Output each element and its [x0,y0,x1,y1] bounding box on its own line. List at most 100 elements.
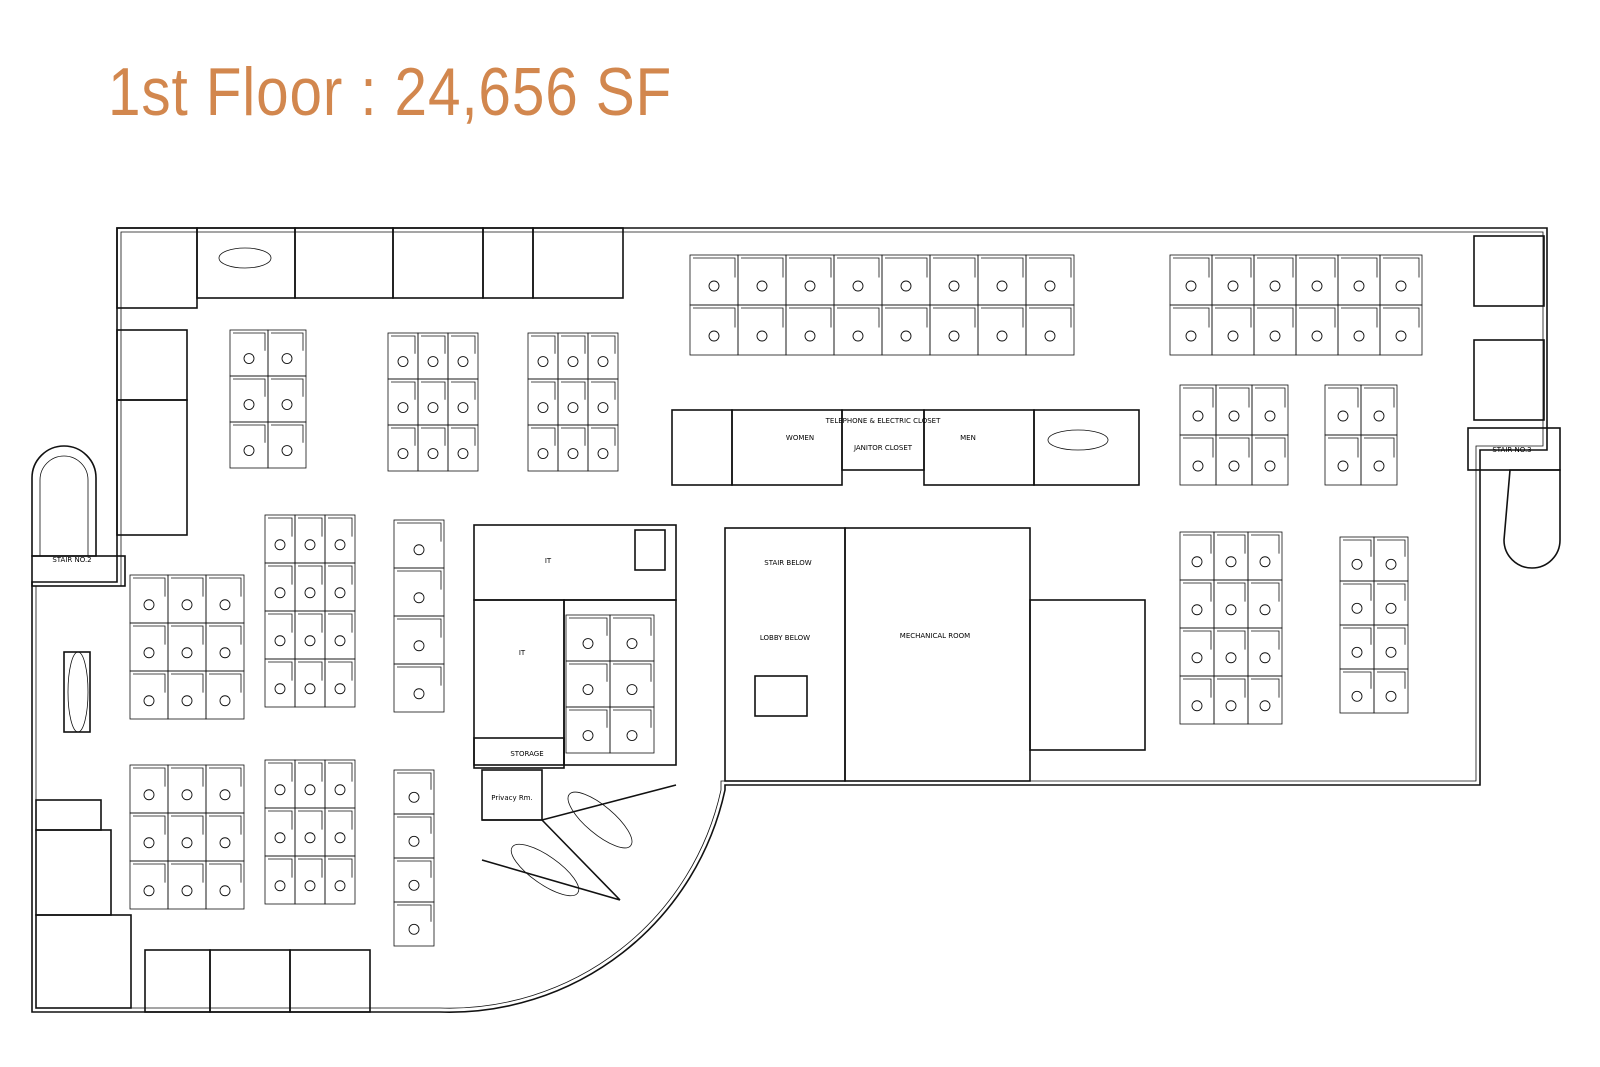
workstation [587,378,619,426]
chair [1191,556,1203,568]
desk-surface [171,673,204,693]
chair [143,599,155,611]
chair [1227,330,1239,342]
desk-surface [1364,387,1395,408]
chair [304,784,316,796]
workstation [417,424,449,472]
chair [582,730,594,741]
workstation [167,670,207,720]
chair [708,280,720,292]
desk-surface [268,661,293,681]
workstation [264,658,296,708]
conference-table [218,247,272,269]
desk-surface [1377,539,1406,557]
desk-surface [1219,387,1250,408]
chair [1259,604,1271,616]
desk-surface [133,673,166,693]
desk-surface [328,613,353,633]
desk-surface [397,904,432,922]
desk-surface [209,577,242,597]
desk-surface [397,522,442,542]
chair [181,789,193,801]
desk-surface [397,816,432,834]
chair [1373,410,1385,422]
workstation [1179,627,1215,677]
workstation [1213,675,1249,725]
workstation [417,332,449,380]
chair [143,695,155,707]
workstation [1360,434,1398,486]
desk-surface [1257,257,1294,278]
workstation [393,567,445,617]
desk-surface [133,767,166,787]
desk-surface [1183,534,1212,554]
chair [1385,646,1397,658]
desk-surface [693,257,736,278]
workstation [267,375,307,423]
workstation [1211,304,1255,356]
chair [243,353,255,364]
desk-surface [171,625,204,645]
desk-surface [268,613,293,633]
desk-surface [391,335,416,354]
desk-surface [693,307,736,328]
conference-table [1047,429,1109,451]
chair [427,402,439,413]
desk-surface [1383,257,1420,278]
chair [1337,410,1349,422]
chair [1259,652,1271,664]
chair [900,280,912,292]
desk-surface [451,427,476,446]
chair [900,330,912,342]
desk-surface [741,257,784,278]
desk-surface [328,810,353,830]
desk-surface [591,381,616,400]
workstation [929,254,979,306]
workstation [587,332,619,380]
chair [1337,460,1349,472]
chair [304,635,316,647]
workstation [264,610,296,660]
chair [181,885,193,897]
desk-surface [233,378,266,397]
desk-surface [209,625,242,645]
desk-surface [391,427,416,446]
desk-surface [1328,387,1359,408]
chair [948,280,960,292]
chair [334,587,346,599]
desk-surface [1255,437,1286,458]
desk-surface [209,673,242,693]
workstation [324,562,356,612]
workstation [229,375,269,423]
desk-surface [1173,307,1210,328]
desk-surface [1299,257,1336,278]
desk-surface [328,565,353,585]
desk-surface [531,335,556,354]
desk-surface [1029,257,1072,278]
desk-surface [591,335,616,354]
desk-surface [451,381,476,400]
desk-surface [171,815,204,835]
chair [1264,410,1276,422]
chair [457,448,469,459]
desk-surface [1377,583,1406,601]
chair [334,683,346,695]
workstation [393,663,445,713]
chair [567,402,579,413]
workstation [1337,254,1381,306]
workstation [1179,579,1215,629]
workstation [129,812,169,862]
workstation [167,574,207,624]
desk-surface [837,307,880,328]
desk-surface [1364,437,1395,458]
desk-surface [451,335,476,354]
workstation [387,378,419,426]
workstation [1179,675,1215,725]
workstation [205,622,245,672]
desk-surface [933,257,976,278]
workstation [294,514,326,564]
chair [219,647,231,659]
desk-surface [1251,630,1280,650]
desk-surface [741,307,784,328]
